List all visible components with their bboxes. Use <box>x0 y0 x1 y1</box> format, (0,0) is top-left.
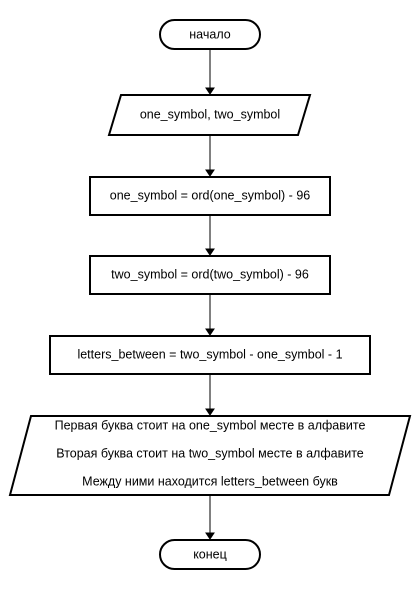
start-label: начало <box>189 27 230 41</box>
process-3-label: letters_between = two_symbol - one_symbo… <box>77 347 342 361</box>
output-line-1: Первая буква стоит на one_symbol месте в… <box>55 418 366 432</box>
edge-input-to-step1 <box>205 135 215 177</box>
edge-output-to-end <box>205 495 215 540</box>
input-label: one_symbol, two_symbol <box>140 107 280 121</box>
output-line-2: Вторая буква стоит на two_symbol месте в… <box>56 446 364 460</box>
end-node: конец <box>159 539 261 570</box>
output-node: Первая буква стоит на one_symbol месте в… <box>8 415 412 496</box>
process-1-label: one_symbol = ord(one_symbol) - 96 <box>110 188 310 202</box>
edge-step2-to-step3 <box>205 294 215 336</box>
input-node: one_symbol, two_symbol <box>107 94 312 136</box>
edge-start-to-input <box>205 49 215 95</box>
connectors <box>205 49 215 540</box>
output-line-3: Между ними находится letters_between бук… <box>82 474 338 488</box>
process-node-3: letters_between = two_symbol - one_symbo… <box>49 335 371 375</box>
start-node: начало <box>159 19 261 50</box>
process-node-2: two_symbol = ord(two_symbol) - 96 <box>89 255 331 295</box>
end-label: конец <box>193 547 227 561</box>
edge-step1-to-step2 <box>205 215 215 256</box>
edge-step3-to-output <box>205 374 215 416</box>
process-node-1: one_symbol = ord(one_symbol) - 96 <box>89 176 331 216</box>
process-2-label: two_symbol = ord(two_symbol) - 96 <box>111 267 309 281</box>
